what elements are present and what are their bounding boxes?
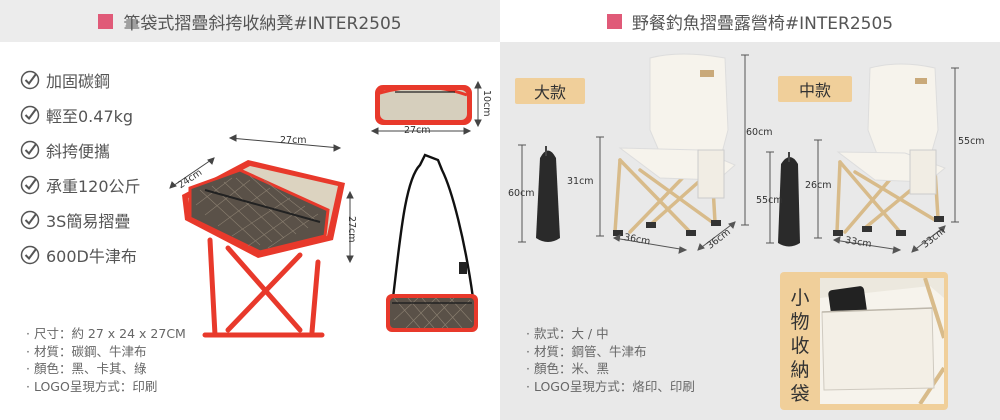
chair-title: 野餐釣魚摺疊露營椅#INTER2505 [631, 13, 894, 34]
feature-item: 輕至0.47kg [20, 97, 141, 132]
folding-stool-image [169, 80, 482, 338]
stool-header: 筆袋式摺疊斜挎收納凳#INTER2505 [0, 0, 500, 42]
chair-header: 野餐釣魚摺疊露營椅#INTER2505 [500, 0, 1000, 42]
dim-medium-bag: 55cm [756, 195, 783, 206]
spec-line: · 款式：大 / 中 [526, 326, 609, 341]
dim-stool-height: 27cm [346, 216, 357, 243]
spec-line: · 材質：鋼管、牛津布 [526, 343, 647, 359]
dim-large-seat-height: 31cm [567, 176, 594, 187]
feature-item: 斜挎便攜 [20, 132, 141, 167]
feature-list: 加固碳鋼 輕至0.47kg 斜挎便攜 承重120公斤 3S簡易摺疊 600D牛津… [20, 62, 141, 272]
spec-line: · 顏色：米、黑 [526, 361, 609, 376]
dim-bag-height: 10cm [481, 90, 492, 117]
feature-item: 3S簡易摺疊 [20, 202, 141, 237]
stool-specs: · 尺寸：約 27 x 24 x 27CM · 材質：碳鋼、牛津布 · 顏色：黑… [26, 325, 186, 395]
feature-item: 600D牛津布 [20, 237, 141, 272]
feature-label: 600D牛津布 [46, 246, 137, 266]
check-circle-icon [20, 140, 40, 159]
check-circle-icon [20, 210, 40, 229]
spec-line: · LOGO呈現方式：印刷 [26, 378, 158, 394]
accent-square-icon [606, 13, 622, 29]
stool-title: 筆袋式摺疊斜挎收納凳#INTER2505 [123, 13, 402, 34]
dim-bag-length: 27cm [404, 125, 431, 136]
spec-line: · 顏色：黑、卡其、綠 [26, 361, 147, 376]
dim-large-bag: 60cm [508, 188, 535, 199]
feature-item: 加固碳鋼 [20, 62, 141, 97]
feature-label: 加固碳鋼 [46, 71, 111, 91]
accent-square-icon [98, 13, 114, 29]
camping-chairs-image [518, 53, 959, 254]
dim-stool-width: 27cm [280, 135, 307, 146]
feature-label: 3S簡易摺疊 [46, 211, 131, 231]
check-circle-icon [20, 105, 40, 124]
dim-large-total-height: 60cm [746, 127, 773, 138]
chair-specs: · 款式：大 / 中 · 材質：鋼管、牛津布 · 顏色：米、黑 · LOGO呈現… [526, 325, 695, 395]
spec-line: · LOGO呈現方式：烙印、印刷 [526, 378, 695, 394]
side-pocket-image [820, 278, 944, 404]
check-circle-icon [20, 70, 40, 89]
pocket-photo [820, 278, 944, 404]
check-circle-icon [20, 175, 40, 194]
feature-label: 輕至0.47kg [46, 106, 134, 126]
dim-medium-seat-height: 26cm [805, 180, 832, 191]
spec-line: · 尺寸：約 27 x 24 x 27CM [26, 326, 186, 341]
feature-label: 承重120公斤 [46, 176, 141, 196]
medium-size-label: 中款 [778, 76, 852, 102]
stool-panel: 筆袋式摺疊斜挎收納凳#INTER2505 加固碳鋼 輕至0.47kg 斜挎便攜 … [0, 0, 500, 395]
large-size-label: 大款 [515, 78, 585, 104]
spec-line: · 材質：碳鋼、牛津布 [26, 343, 147, 359]
check-circle-icon [20, 245, 40, 264]
dim-medium-total-height: 55cm [958, 136, 985, 147]
feature-label: 斜挎便攜 [46, 141, 111, 161]
pocket-label: 小物收納袋 [790, 287, 810, 405]
pocket-detail: 小物收納袋 [780, 272, 948, 410]
feature-item: 承重120公斤 [20, 167, 141, 202]
